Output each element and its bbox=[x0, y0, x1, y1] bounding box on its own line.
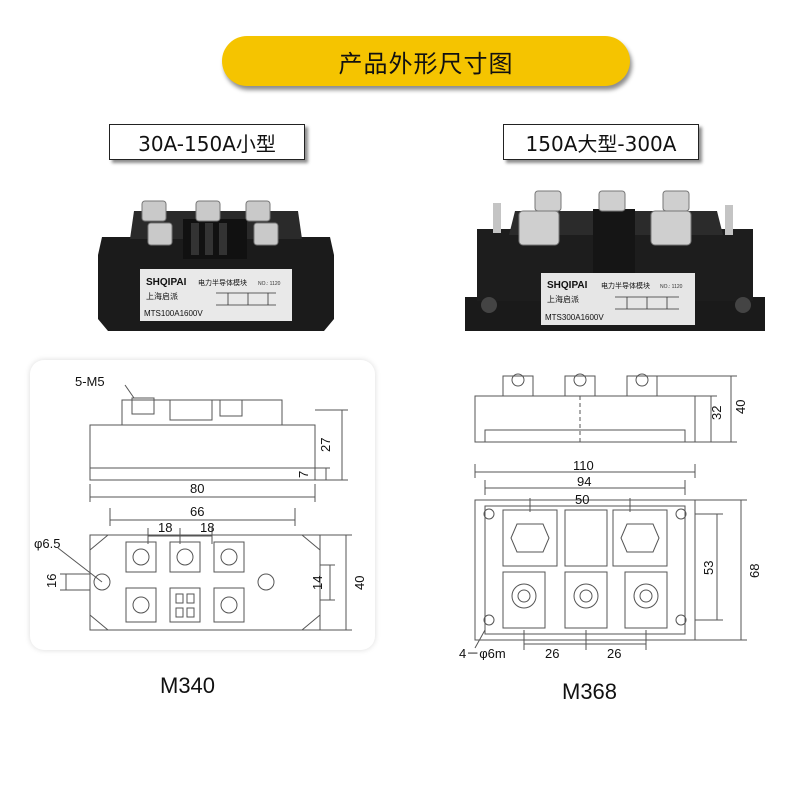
dim-pitch-a-large: 26 bbox=[545, 646, 559, 660]
circuit-symbol-icon-large bbox=[615, 296, 679, 310]
dim-pitch-b: 18 bbox=[200, 520, 214, 535]
part-number-text-large: MTS300A1600V bbox=[545, 313, 604, 322]
brand-text-large: SHQIPAI bbox=[547, 280, 588, 291]
dim-total-height: 40 bbox=[733, 400, 748, 414]
size-label-large: 150A大型-300A bbox=[503, 124, 699, 160]
dim-body-height: 32 bbox=[709, 406, 724, 420]
dim-length: 80 bbox=[190, 481, 204, 496]
model-label-small: M340 bbox=[160, 673, 216, 698]
title-banner: 产品外形尺寸图 bbox=[222, 36, 630, 86]
dim-holes: 4－φ6m bbox=[459, 646, 506, 660]
dim-height: 27 bbox=[318, 438, 333, 452]
dimension-drawing-small: 5-M5 27 7 80 66 18 18 φ6.5 16 40 14 bbox=[34, 374, 367, 631]
part-number-text: MTS100A1600V bbox=[144, 309, 203, 318]
product-photo-small: SHQIPAI 电力半导体模块 NO.: 1120 上海启派 MTS100A16… bbox=[98, 200, 334, 331]
dim-length-large: 110 bbox=[573, 458, 594, 473]
dim-hole-pitch-large: 94 bbox=[577, 474, 591, 489]
model-label-large: M368 bbox=[562, 679, 618, 704]
circuit-symbol-icon bbox=[216, 292, 276, 306]
dim-pitch-b-large: 26 bbox=[607, 646, 621, 660]
page-title: 产品外形尺寸图 bbox=[338, 49, 514, 78]
dim-half-width: 14 bbox=[310, 576, 325, 590]
dim-inner: 50 bbox=[575, 492, 589, 507]
company-text-large: 上海启派 bbox=[547, 294, 579, 304]
lot-text-large: NO.: 1120 bbox=[660, 284, 683, 290]
dim-hole-offset: 16 bbox=[44, 574, 59, 588]
brand-text: SHQIPAI bbox=[146, 277, 187, 288]
dim-hole-pitch: 66 bbox=[190, 504, 204, 519]
size-label-small: 30A-150A小型 bbox=[109, 124, 305, 160]
dim-width: 40 bbox=[352, 576, 367, 590]
dimension-drawing-large: 32 40 110 94 50 53 68 4－φ6m 26 26 bbox=[459, 373, 762, 660]
product-photo-large: SHQIPAI 电力半导体模块 NO.: 1120 上海启派 MTS300A16… bbox=[465, 190, 765, 331]
dim-screw: 5-M5 bbox=[75, 374, 105, 389]
dim-pitch-a: 18 bbox=[158, 520, 172, 535]
dim-hole-diameter: φ6.5 bbox=[34, 536, 61, 551]
module-desc-text-large: 电力半导体模块 bbox=[601, 281, 650, 290]
dim-base: 7 bbox=[296, 471, 311, 478]
company-text: 上海启派 bbox=[146, 291, 178, 301]
module-desc-text: 电力半导体模块 bbox=[198, 278, 247, 287]
dim-inner-height: 53 bbox=[701, 561, 716, 575]
lot-text: NO.: 1120 bbox=[258, 281, 281, 287]
dim-width-large: 68 bbox=[747, 564, 762, 578]
